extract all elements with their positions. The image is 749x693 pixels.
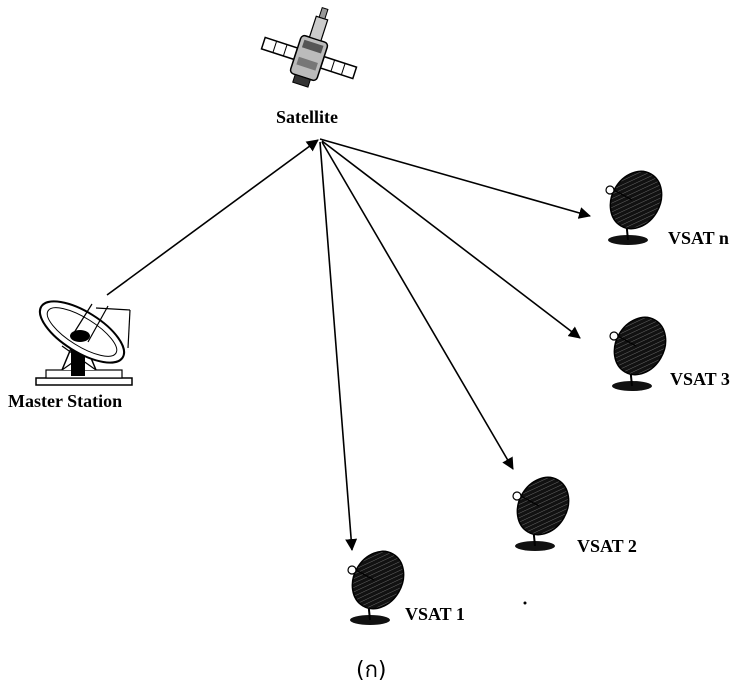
link-satellite-to-vsat-n — [319, 138, 591, 219]
vsat-3-dish-icon — [609, 316, 667, 391]
vsat-n-dish-icon — [605, 170, 663, 245]
master-station-dish-icon — [35, 300, 133, 386]
vsat-n-label: VSAT n — [668, 228, 729, 248]
vsat-2-label: VSAT 2 — [577, 536, 637, 556]
figure-caption: (ก) — [356, 658, 387, 683]
master-station-label: Master Station — [8, 391, 123, 411]
vsat-2-dish-icon — [512, 476, 570, 551]
satellite-label: Satellite — [276, 107, 338, 127]
link-satellite-to-vsat-1 — [319, 141, 358, 551]
stray-dot — [523, 601, 527, 605]
link-master-to-satellite — [106, 139, 319, 296]
vsat-3-label: VSAT 3 — [670, 369, 730, 389]
link-satellite-to-vsat-2 — [321, 141, 514, 470]
vsat-1-label: VSAT 1 — [405, 604, 465, 624]
satellite-icon — [260, 6, 358, 88]
vsat-1-dish-icon — [347, 550, 405, 625]
link-satellite-to-vsat-3 — [321, 140, 581, 339]
